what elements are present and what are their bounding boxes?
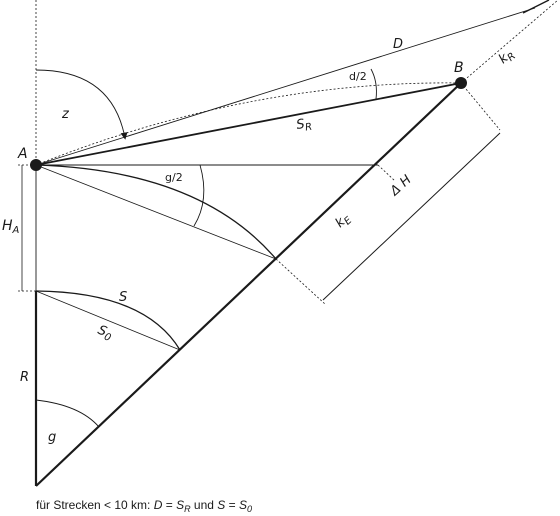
label-s-r: SR: [295, 116, 313, 135]
label-kr: kR: [496, 46, 518, 68]
arc-sea-level: [35, 290, 181, 351]
label-b: B: [454, 60, 464, 76]
ke-dimension-line: [322, 132, 501, 301]
delta-h-dotted: [377, 164, 396, 182]
angle-d-half-arc: [370, 68, 377, 100]
label-g-half: g/2: [165, 171, 183, 184]
label-d-half: d/2: [349, 70, 367, 83]
arc-a-level: [35, 164, 277, 260]
angle-g-arc: [35, 399, 100, 428]
label-d: D: [393, 37, 403, 52]
refraction-curve: [35, 82, 462, 166]
label-a: A: [17, 146, 28, 162]
label-ke: kE: [333, 210, 355, 232]
chord-s0-line: [35, 290, 181, 351]
chord-a-line: [35, 164, 277, 260]
label-g: g: [48, 430, 56, 445]
label-z: z: [61, 107, 70, 122]
point-b: [455, 77, 467, 89]
caption: für Strecken < 10 km: D = SR und S = S0: [36, 498, 252, 514]
radius-to-b-line: [35, 82, 462, 487]
kr-dotted-line: [460, 0, 559, 84]
label-r: R: [20, 370, 29, 385]
ke-dotted-from-arc: [275, 258, 326, 305]
d-line: [35, 7, 536, 166]
ke-dotted-from-b: [460, 82, 501, 131]
kr-tick: [522, 0, 550, 14]
label-delta-h: Δ H: [387, 172, 415, 199]
angle-g-half-arc: [193, 164, 205, 227]
label-s: S: [119, 290, 127, 305]
zenith-angle-arc: [35, 69, 128, 140]
sr-line: [35, 82, 462, 166]
label-ha: HA: [2, 218, 20, 236]
label-s0: S0: [95, 323, 115, 344]
point-a: [30, 159, 42, 171]
